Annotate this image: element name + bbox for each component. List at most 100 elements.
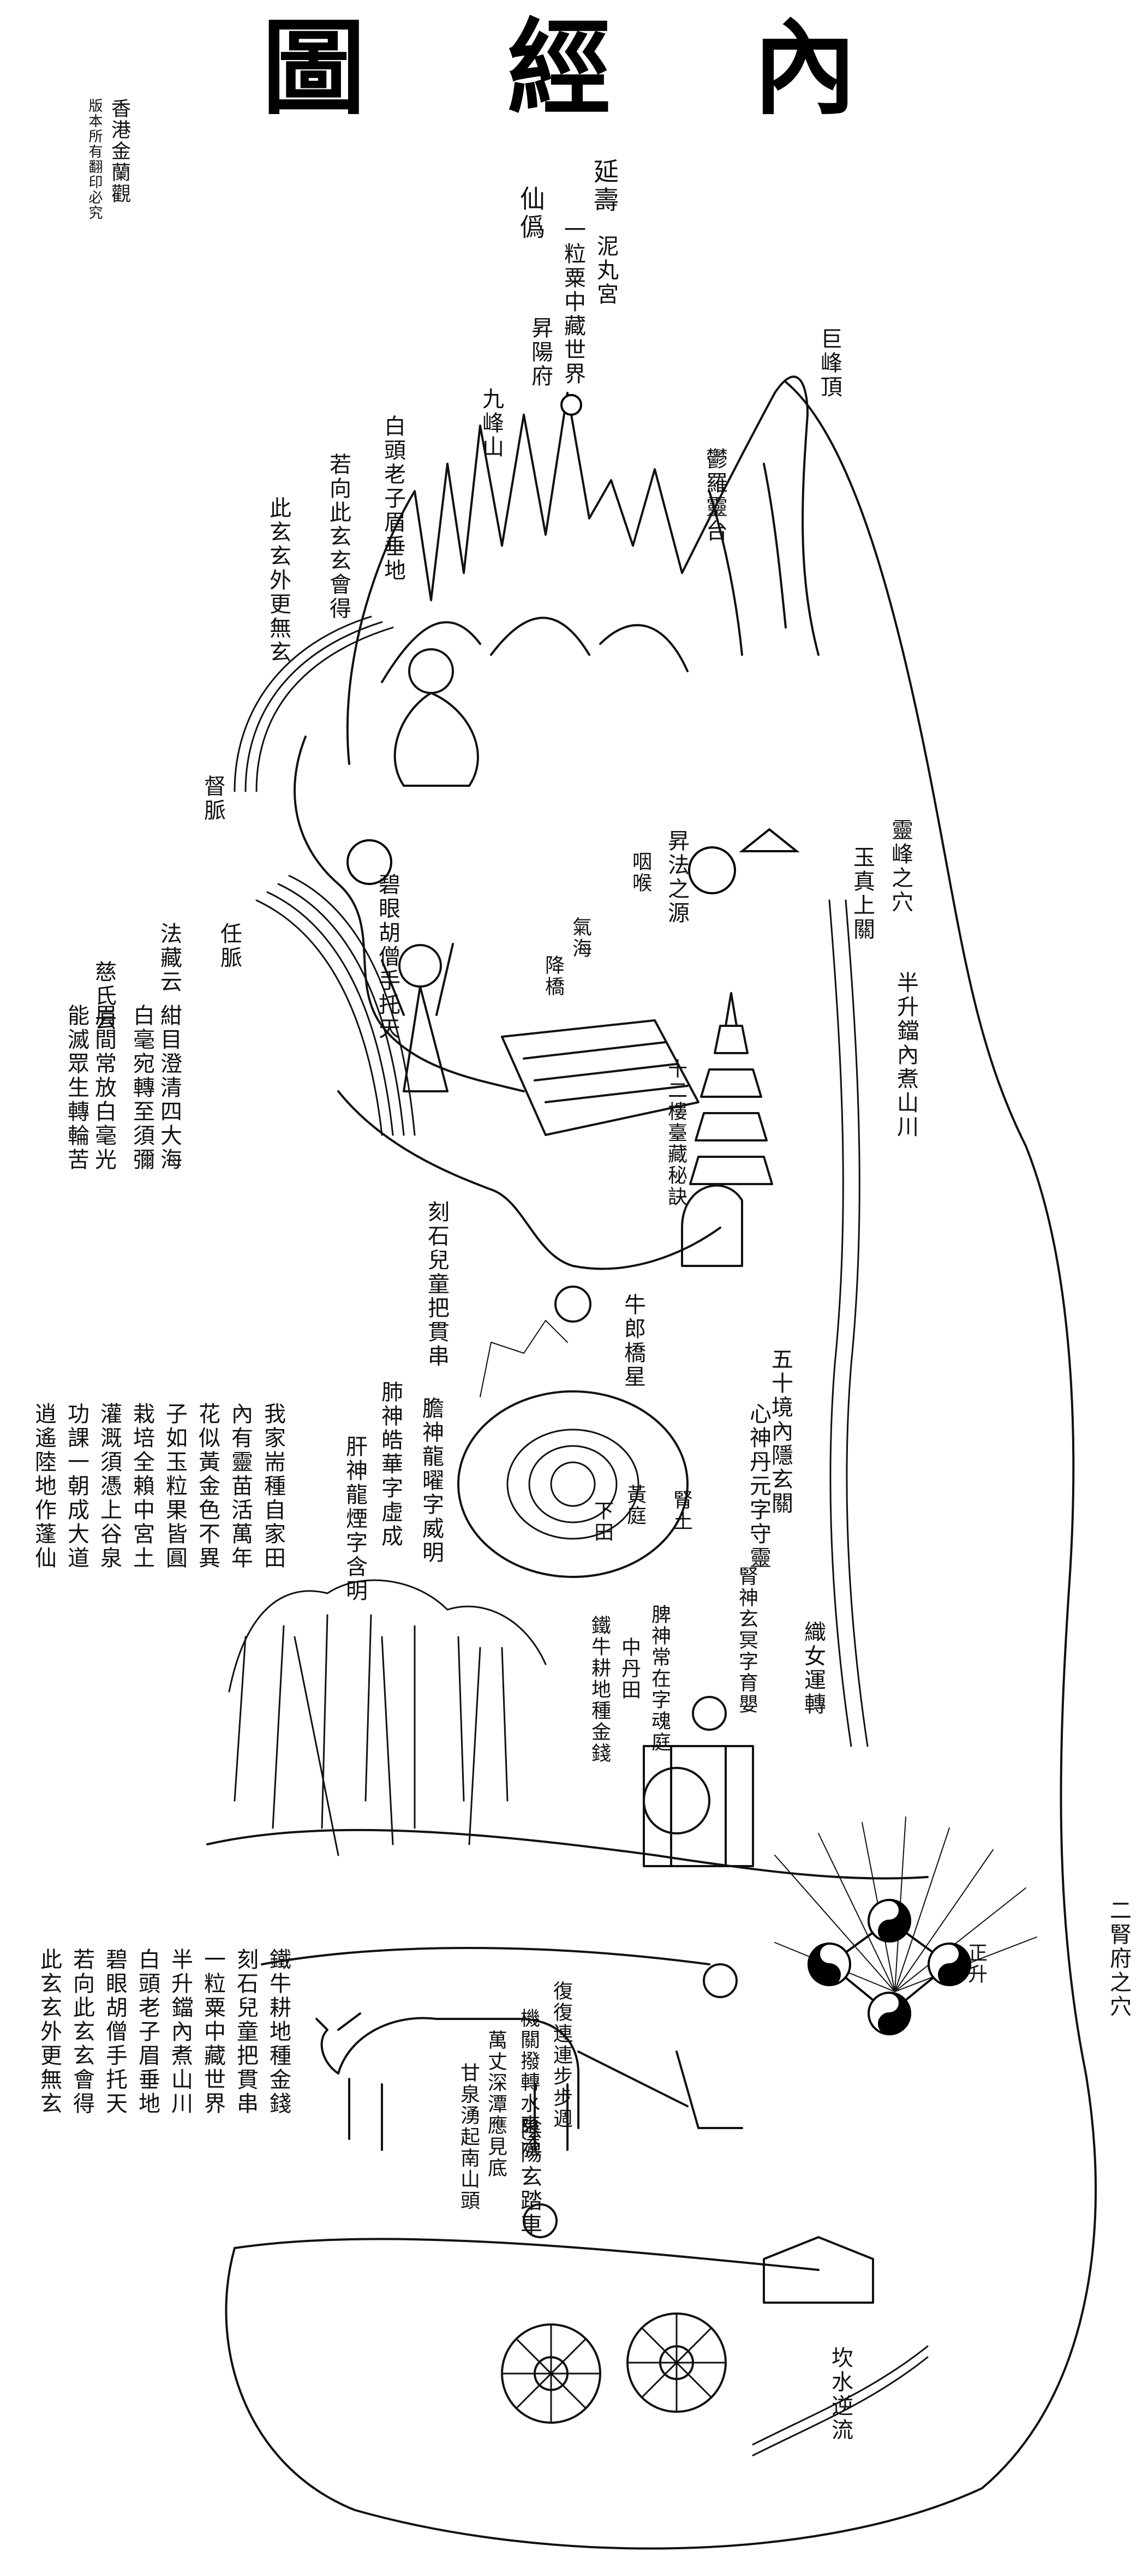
- label-zhongdan: 中丹田: [618, 1637, 641, 1701]
- label-guangai: 灌溉須憑上谷泉: [97, 1402, 122, 1570]
- weaver-head: [692, 1696, 727, 1731]
- label-shentu: 腎土: [670, 1490, 692, 1532]
- taiji-cluster: [808, 1899, 971, 2036]
- poem-line-4: 半升鐺內煮山川: [168, 1948, 193, 2116]
- publisher-main: 香港金蘭觀: [108, 98, 130, 205]
- label-keshi: 刻石兒童把貫串: [424, 1200, 449, 1368]
- label-shenmai: 督脈: [200, 775, 225, 823]
- label-feishen: 肺神皓華字虛成: [378, 1380, 403, 1549]
- sun-circle: [346, 839, 392, 885]
- label-biyan: 碧眼胡僧手托天: [375, 873, 400, 1041]
- plough: [577, 2051, 743, 2129]
- label-fufu: 復復連連步步週: [550, 1981, 572, 2130]
- label-shengfa: 昇法之源: [664, 829, 689, 925]
- dantian-ring: [457, 1390, 689, 1578]
- treader-head: [523, 2203, 558, 2238]
- cave-arch: [681, 1184, 743, 1267]
- spine-channel: [828, 899, 869, 1747]
- pavilion-roof: [739, 828, 800, 852]
- label-ganquan: 甘泉湧起南山頭: [457, 2063, 480, 2212]
- poem-line-6: 碧眼胡僧手托天: [102, 1948, 127, 2116]
- label-huasi: 花似黃金色不異: [195, 1402, 220, 1570]
- mid-cliffs: [337, 1090, 721, 1270]
- poem-line-7: 若向此玄玄會得: [69, 1948, 94, 2116]
- poem-line-5: 白頭老子眉垂地: [135, 1948, 160, 2116]
- label-shengfu: 正升: [965, 1943, 987, 1985]
- label-zaipei: 栽培全賴中宮土: [129, 1402, 154, 1570]
- label-gongke: 功課一朝成大道: [64, 1402, 89, 1570]
- mountain-ridges-1: [381, 617, 689, 683]
- label-qishen: 氣海: [569, 917, 591, 959]
- label-jiguan: 機關撥轉水東流: [517, 2008, 540, 2157]
- body-outline: [225, 381, 1097, 2550]
- label-renmai: 任脈: [217, 922, 242, 970]
- label-niwangong: 泥丸宮: [593, 235, 618, 307]
- label-neiyou: 內有靈苗活萬年: [228, 1402, 253, 1570]
- niwan-circle: [560, 394, 582, 416]
- mountain-peaks: [346, 375, 820, 765]
- ground-layer-1: [206, 1828, 929, 1880]
- label-jiufeng: 九峰山: [479, 387, 504, 459]
- label-wojia: 我家耑種自家田: [260, 1402, 285, 1570]
- label-wushi: 五十境內隱玄關: [768, 1348, 793, 1516]
- pagoda: [689, 992, 773, 1185]
- label-pishen: 脾神常在字魂庭: [648, 1604, 671, 1753]
- publisher-sub: 版本所有翻印必究: [86, 98, 103, 220]
- moon-circle: [688, 846, 736, 894]
- label-jufeng: 巨峰頂: [817, 327, 842, 399]
- label-shenfu: 二腎府之穴: [1106, 1899, 1131, 2019]
- mountain-ridges-2: [708, 463, 787, 656]
- label-meijian: 眉間常放白毫光: [91, 1004, 116, 1172]
- monk-head: [398, 944, 442, 988]
- old-man-head: [408, 648, 454, 694]
- ren-mai-arc: [255, 875, 416, 1136]
- label-yinyang: 陰陽玄踏車: [517, 2117, 542, 2237]
- label-zisi: 子如玉粒果皆圓: [162, 1402, 187, 1570]
- shrine: [763, 2236, 874, 2304]
- head-cliff: [294, 736, 525, 1092]
- label-yanshou: 延壽: [590, 158, 619, 215]
- spinning-wheel: [643, 1767, 710, 1834]
- label-jiangqiao: 降橋: [542, 955, 564, 997]
- bridge: [501, 1019, 699, 1136]
- label-xiaoyao: 逍遙陸地作蓬仙: [31, 1402, 56, 1570]
- label-ganshen: 肝神龍煙字含明: [342, 1435, 367, 1603]
- ground-layer-3: [234, 2238, 820, 2271]
- label-xinshen: 心神丹元字守靈: [746, 1402, 771, 1570]
- title-char-jing: 經: [507, 7, 612, 129]
- old-man-body: [393, 692, 479, 787]
- label-nengmie: 能滅眾生轉輪苦: [64, 1004, 89, 1172]
- label-shenshen: 腎神玄冥字育嬰: [736, 1566, 758, 1715]
- du-mai-arc: [234, 615, 394, 792]
- label-ciyun: 慈氏云: [91, 960, 116, 1032]
- ground-layer-2: [261, 1947, 710, 1965]
- poem-line-3: 一粒粟中藏世界: [200, 1948, 225, 2116]
- ox: [315, 2012, 579, 2151]
- label-niulang: 牛郎橋星: [620, 1293, 645, 1389]
- label-tieniu: 鐵牛耕地種金錢: [588, 1615, 611, 1764]
- label-huangting: 黃庭: [624, 1484, 646, 1527]
- poem-line-2: 刻石兒童把貫串: [233, 1948, 258, 2116]
- dantian-spiral: [506, 1429, 639, 1540]
- label-xianwei: 仙僞: [516, 186, 546, 242]
- label-bansheng: 半升鐺內煮山川: [893, 971, 918, 1139]
- loom: [643, 1745, 754, 1867]
- monk-body: [381, 943, 454, 1092]
- label-shier: 十二樓臺藏秘訣: [665, 1059, 687, 1208]
- label-danshen: 膽神龍曜字威明: [418, 1397, 444, 1565]
- constellation: [480, 1320, 568, 1397]
- willow-trees: [228, 1579, 547, 1856]
- label-fazang: 法藏云: [157, 922, 182, 994]
- label-yuzhen: 玉真上關: [850, 846, 875, 942]
- label-baihao: 白毫宛轉至須彌: [129, 1004, 154, 1172]
- kan-water: [752, 2345, 929, 2457]
- label-ruoxiang: 若向此玄玄會得: [326, 453, 351, 621]
- title-char-nei: 內: [753, 7, 857, 129]
- label-yanyan: 咽喉: [629, 851, 651, 894]
- child-head: [554, 1286, 591, 1323]
- label-zimu: 紺目澄清四大海: [157, 1004, 182, 1172]
- wheel-spokes: [501, 2312, 727, 2424]
- label-baitou: 白頭老子眉垂地: [380, 415, 405, 583]
